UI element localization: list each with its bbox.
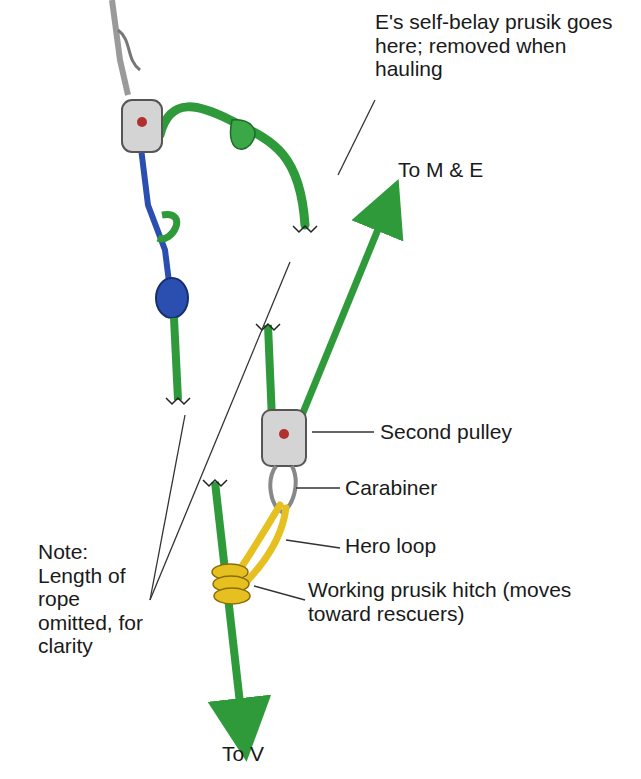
first-pulley <box>122 100 162 152</box>
anchor-rope <box>112 0 128 95</box>
pulley-axle <box>137 117 147 127</box>
rope-to-second-pulley <box>268 325 272 420</box>
rope-break-mark <box>293 226 317 232</box>
part-label: Hero loop <box>345 534 545 558</box>
rope-twist <box>158 215 177 239</box>
working-prusik-hitch <box>212 564 250 604</box>
direction-label: To V <box>222 742 342 766</box>
haul-rope <box>160 107 305 225</box>
rope-break-mark <box>166 398 190 404</box>
pulley-axle <box>279 429 289 439</box>
note-label: Note: Length of rope omitted, for clarit… <box>38 540 156 658</box>
part-label: Second pulley <box>380 420 610 444</box>
blue-knot <box>156 278 188 318</box>
second-pulley <box>262 410 306 466</box>
part-label: Working prusik hitch (moves toward rescu… <box>308 578 633 625</box>
leader-lines <box>150 100 375 600</box>
rope-to-break <box>174 318 178 400</box>
rope-break-mark <box>256 324 280 330</box>
rope-to-rescuers <box>300 205 388 420</box>
part-label: Carabiner <box>345 476 545 500</box>
rope-to-victim <box>215 482 243 730</box>
callout-label: E's self-belay prusik goes here; removed… <box>375 10 630 81</box>
anchor-link <box>118 30 140 70</box>
direction-label: To M & E <box>398 158 598 182</box>
self-belay-prusik-spot <box>231 120 255 150</box>
rope-break-mark <box>203 480 227 486</box>
